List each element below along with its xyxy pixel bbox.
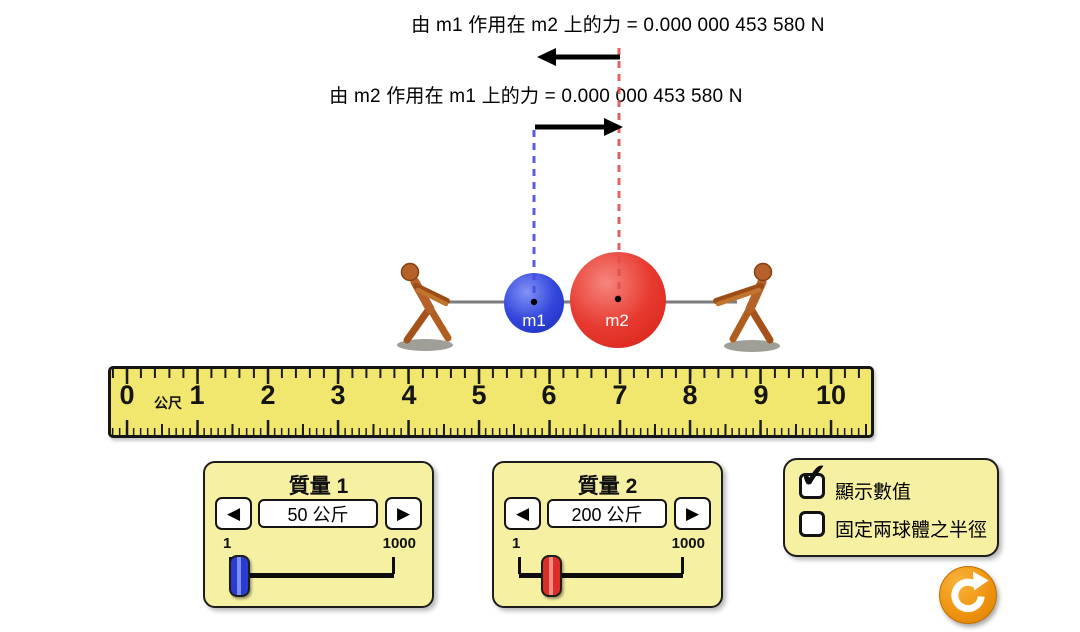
mass1-title: 質量 1 bbox=[288, 475, 349, 498]
mass1-panel: 質量 1 ◀ 50 公斤 ▶ 1 1000 bbox=[203, 461, 434, 608]
mass1-slider-track[interactable] bbox=[230, 573, 394, 578]
show-values-checkbox[interactable] bbox=[799, 473, 825, 499]
left-triangle-icon: ◀ bbox=[515, 504, 530, 523]
right-puller-figure bbox=[713, 262, 780, 352]
ruler-label-10: 10 bbox=[815, 380, 847, 410]
m1-center-dot bbox=[530, 298, 538, 306]
m1-sphere-label: m1 bbox=[522, 311, 546, 330]
left-puller-figure bbox=[397, 262, 453, 351]
force-on-m2-readout: 由 m1 作用在 m2 上的力 = 0.000 000 453 580 N bbox=[411, 15, 825, 36]
right-puller-shadow bbox=[724, 340, 780, 352]
mass2-slider-min-label: 1 bbox=[512, 535, 521, 552]
reset-all-button[interactable] bbox=[939, 566, 997, 624]
ruler-label-6: 6 bbox=[541, 380, 557, 410]
m2-sphere-label: m2 bbox=[605, 311, 629, 330]
mass1-increment-button[interactable]: ▶ bbox=[385, 497, 422, 530]
ruler-label-1: 1 bbox=[189, 380, 205, 410]
left-puller-head bbox=[400, 262, 420, 282]
mass2-increment-button[interactable]: ▶ bbox=[674, 497, 711, 530]
ruler-label-4: 4 bbox=[401, 380, 417, 410]
ruler-bottom-major-ticks bbox=[111, 420, 871, 435]
mass2-decrement-button[interactable]: ◀ bbox=[504, 497, 541, 530]
ruler-label-9: 9 bbox=[753, 380, 769, 410]
ruler-label-0: 0 bbox=[119, 380, 135, 410]
mass2-panel: 質量 2 ◀ 200 公斤 ▶ 1 1000 bbox=[492, 461, 723, 608]
ruler-label-3: 3 bbox=[330, 380, 346, 410]
force-arrow-on-m1 bbox=[535, 118, 623, 136]
right-triangle-icon: ▶ bbox=[685, 504, 700, 523]
mass2-slider-track[interactable] bbox=[519, 573, 683, 578]
ruler-bottom-half-ticks bbox=[111, 424, 871, 435]
mass2-slider-right-tick bbox=[681, 557, 684, 574]
mass2-slider-max-label: 1000 bbox=[671, 535, 705, 552]
fixed-radius-label[interactable]: 固定兩球體之半徑 bbox=[835, 520, 988, 541]
ruler-bottom-minor-ticks bbox=[111, 428, 871, 435]
ruler-top-minor-ticks bbox=[111, 369, 871, 378]
mass2-title: 質量 2 bbox=[577, 475, 638, 498]
left-triangle-icon: ◀ bbox=[226, 504, 241, 523]
mass1-slider-max-label: 1000 bbox=[382, 535, 416, 552]
ruler-label-8: 8 bbox=[682, 380, 698, 410]
mass1-slider-min-label: 1 bbox=[223, 535, 232, 552]
mass1-slider-right-tick bbox=[392, 557, 395, 574]
fixed-radius-checkbox[interactable] bbox=[799, 511, 825, 537]
options-panel: ✔ 顯示數值 固定兩球體之半徑 bbox=[783, 456, 999, 557]
mass1-value-field[interactable]: 50 公斤 bbox=[258, 499, 378, 528]
force-on-m1-readout: 由 m2 作用在 m1 上的力 = 0.000 000 453 580 N bbox=[329, 86, 743, 107]
mass1-slider-thumb[interactable] bbox=[229, 555, 250, 597]
ruler-label-2: 2 bbox=[260, 380, 276, 410]
reset-circular-arrow-icon bbox=[951, 571, 989, 613]
show-values-label[interactable]: 顯示數值 bbox=[835, 482, 912, 503]
mass2-slider-left-tick bbox=[518, 557, 521, 574]
force-arrow-on-m2 bbox=[537, 48, 620, 66]
mass2-slider-thumb[interactable] bbox=[541, 555, 562, 597]
m2-center-dot bbox=[614, 295, 622, 303]
ruler[interactable]: 0 1 2 3 4 5 6 7 8 9 10 公尺 bbox=[108, 366, 874, 438]
right-puller-head bbox=[753, 262, 773, 282]
right-triangle-icon: ▶ bbox=[396, 504, 411, 523]
mass2-value-field[interactable]: 200 公斤 bbox=[547, 499, 667, 528]
simulation-scene: m1 m2 bbox=[397, 48, 780, 352]
mass1-decrement-button[interactable]: ◀ bbox=[215, 497, 252, 530]
ruler-unit-label: 公尺 bbox=[154, 395, 182, 411]
ruler-label-7: 7 bbox=[612, 380, 628, 410]
left-puller-shadow bbox=[397, 339, 453, 351]
ruler-label-5: 5 bbox=[471, 380, 487, 410]
